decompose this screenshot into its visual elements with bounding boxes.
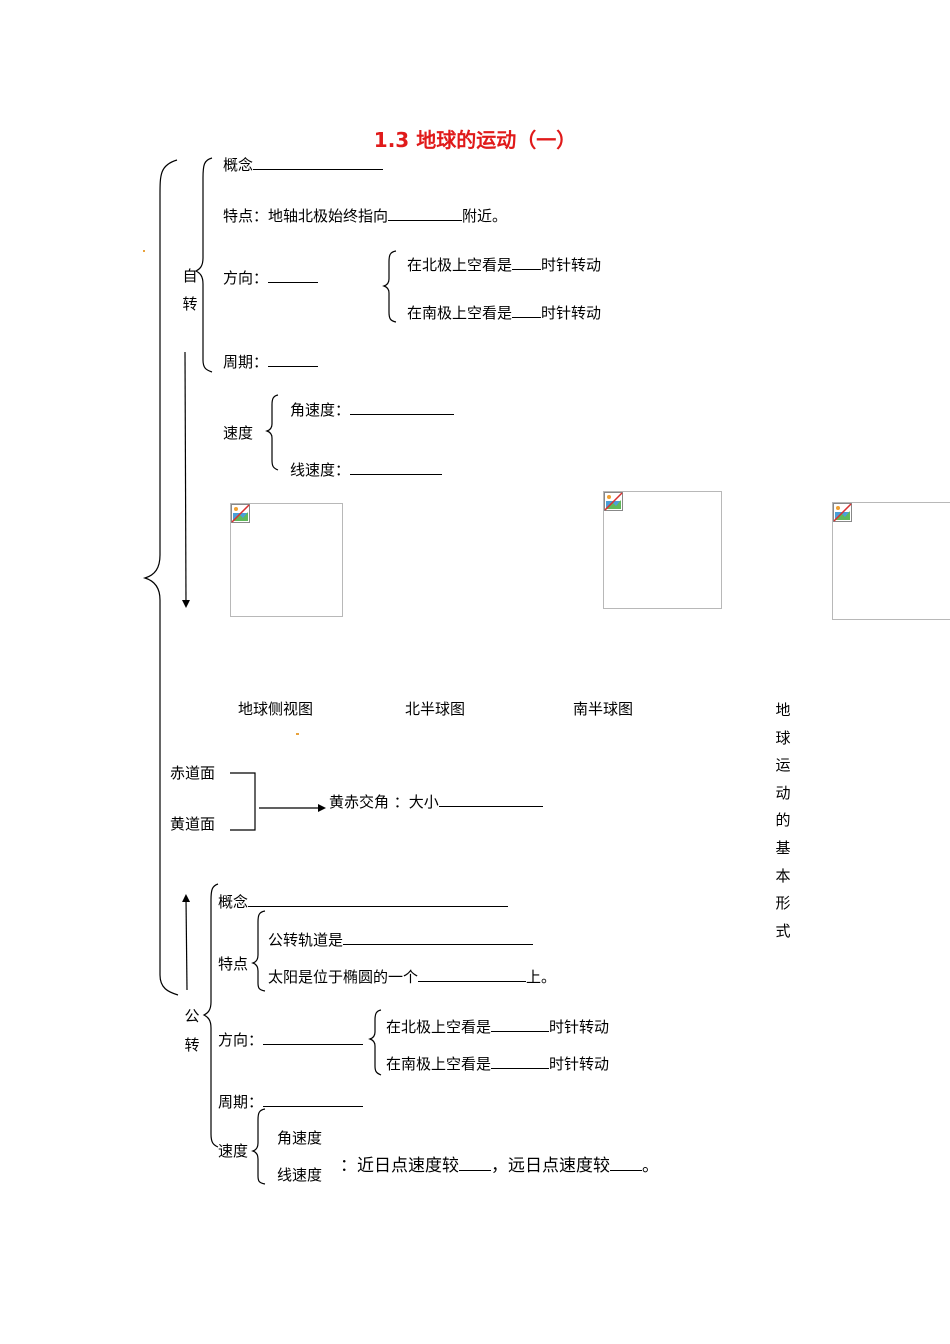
revolution-perihelion-aphelion: ：近日点速度较，远日点速度较。 bbox=[340, 1156, 659, 1176]
rotation-speed-brace bbox=[265, 394, 279, 471]
revolution-feature: 特点 bbox=[218, 955, 249, 973]
blank[interactable] bbox=[350, 400, 455, 415]
blank[interactable] bbox=[248, 892, 509, 907]
broken-image-icon bbox=[604, 492, 623, 511]
northern-hemisphere-image bbox=[603, 491, 722, 609]
blank[interactable] bbox=[388, 206, 463, 221]
revolution-period: 周期： bbox=[218, 1092, 364, 1111]
rotation-speed: 速度 bbox=[223, 424, 254, 442]
rotation-south-view: 在南极上空看是时针转动 bbox=[407, 303, 602, 322]
revolution-label: 公转 bbox=[184, 1007, 200, 1054]
blank[interactable] bbox=[491, 1017, 550, 1032]
revolution-up-arrow bbox=[182, 894, 191, 991]
blank[interactable] bbox=[268, 268, 319, 283]
decorative-dot bbox=[296, 733, 299, 735]
rotation-label: 自转 bbox=[182, 267, 198, 313]
revolution-concept: 概念 bbox=[218, 892, 509, 911]
blank[interactable] bbox=[418, 967, 527, 982]
revolution-orbit: 公转轨道是 bbox=[268, 930, 534, 949]
rotation-concept: 概念 bbox=[223, 155, 384, 174]
blank[interactable] bbox=[268, 352, 319, 367]
revolution-south-view: 在南极上空看是时针转动 bbox=[386, 1054, 610, 1073]
blank[interactable] bbox=[263, 1092, 364, 1107]
revolution-speed-brace bbox=[251, 1108, 266, 1185]
rotation-north-view: 在北极上空看是时针转动 bbox=[407, 255, 602, 274]
rotation-direction-brace bbox=[382, 250, 397, 323]
revolution-direction-brace bbox=[368, 1009, 382, 1076]
blank[interactable] bbox=[512, 255, 542, 270]
southern-hemisphere-image bbox=[832, 502, 950, 620]
earth-side-view-image bbox=[230, 503, 343, 617]
caption-northern-hemisphere: 北半球图 bbox=[405, 700, 466, 718]
rotation-feature: 特点：地轴北极始终指向附近。 bbox=[223, 206, 508, 225]
caption-earth-side-view: 地球侧视图 bbox=[238, 700, 314, 718]
rotation-linear-speed: 线速度： bbox=[290, 460, 443, 479]
revolution-north-view: 在北极上空看是时针转动 bbox=[386, 1017, 610, 1036]
revolution-direction: 方向： bbox=[218, 1030, 364, 1049]
revolution-brace bbox=[202, 883, 219, 1148]
rotation-down-arrow bbox=[181, 351, 190, 608]
blank[interactable] bbox=[343, 930, 534, 945]
rotation-direction: 方向： bbox=[223, 268, 319, 287]
broken-image-icon bbox=[231, 504, 250, 523]
blank[interactable] bbox=[610, 1156, 642, 1171]
plane-bracket bbox=[230, 772, 256, 831]
broken-image-icon bbox=[833, 503, 852, 522]
rotation-period: 周期： bbox=[223, 352, 319, 371]
equator-plane-label: 赤道面 bbox=[170, 764, 216, 782]
obliquity-angle: 黄赤交角 ：大小 bbox=[329, 792, 543, 811]
blank[interactable] bbox=[438, 792, 543, 807]
revolution-angular-speed: 角速度 bbox=[277, 1129, 323, 1147]
blank[interactable] bbox=[263, 1030, 364, 1045]
rotation-brace bbox=[194, 157, 213, 373]
revolution-sun-focus: 太阳是位于椭圆的一个上。 bbox=[268, 967, 557, 986]
caption-southern-hemisphere: 南半球图 bbox=[573, 700, 634, 718]
revolution-linear-speed: 线速度 bbox=[277, 1166, 323, 1184]
blank[interactable] bbox=[350, 460, 443, 475]
revolution-feature-brace bbox=[251, 910, 266, 992]
revolution-speed: 速度 bbox=[218, 1142, 249, 1160]
ecliptic-plane-label: 黄道面 bbox=[170, 815, 216, 833]
blank[interactable] bbox=[459, 1156, 491, 1171]
blank[interactable] bbox=[512, 303, 542, 318]
side-label-earth-motion-forms: 地球运 动的基 本形式 bbox=[775, 701, 791, 940]
page-title: 1.3 地球的运动（一） bbox=[373, 128, 577, 152]
blank[interactable] bbox=[491, 1054, 550, 1069]
decorative-dot bbox=[143, 250, 145, 252]
rotation-angular-speed: 角速度： bbox=[290, 400, 455, 419]
blank[interactable] bbox=[253, 155, 384, 170]
outer-brace bbox=[142, 159, 179, 996]
